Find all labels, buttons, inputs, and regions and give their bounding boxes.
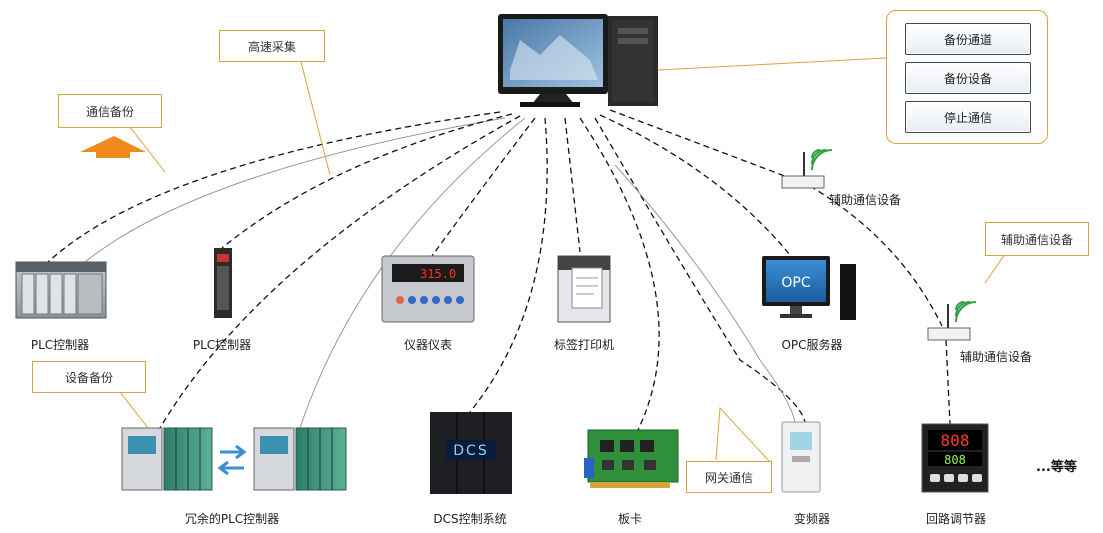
link-plc1-grey (84, 117, 506, 263)
callout-aux-device: 辅助通信设备 (985, 222, 1089, 256)
link-printer (564, 117, 581, 253)
instrument-meter-icon: 315.0 (381, 255, 475, 323)
link-board (579, 117, 660, 431)
callout-high-speed: 高速采集 (219, 30, 325, 62)
callout-gateway: 网关通信 (686, 461, 772, 493)
board-card-icon (584, 429, 679, 488)
link-inverter (594, 117, 806, 423)
opc-screen-text: OPC (781, 275, 810, 291)
link-dcs (469, 117, 548, 413)
callout-pointers (119, 57, 1006, 463)
computer-icon (498, 14, 658, 107)
label-plc-1: PLC控制器 (30, 338, 90, 352)
backup-channel-button[interactable]: 备份通道 (905, 23, 1031, 55)
dcs-screen-text: DCS (453, 443, 488, 459)
instrument-display: 315.0 (420, 267, 456, 281)
link-panel (657, 57, 887, 71)
stop-comm-button[interactable]: 停止通信 (905, 101, 1031, 133)
backup-device-button[interactable]: 备份设备 (905, 62, 1031, 94)
label-instrument: 仪器仪表 (403, 338, 453, 352)
redundant-plc-icon (121, 427, 347, 491)
label-redundant-plc: 冗余的PLC控制器 (184, 512, 280, 526)
label-opc: OPC服务器 (781, 338, 843, 352)
aux-router-2-icon (927, 301, 977, 341)
up-arrow-icon (80, 136, 146, 158)
control-panel: 备份通道 备份设备 停止通信 (886, 10, 1048, 144)
link-aux1 (609, 109, 791, 179)
link-plc2 (221, 113, 513, 249)
label-aux-1: 辅助通信设备 (828, 193, 902, 207)
label-loop-regulator: 回路调节器 (925, 512, 987, 526)
callout-device-backup: 设备备份 (32, 361, 146, 393)
link-inverter-grey (614, 164, 796, 423)
regulator-display-bottom: 808 (944, 453, 966, 467)
opc-server-icon: OPC (762, 256, 856, 320)
link-instrument (431, 117, 536, 257)
link-regulator (945, 339, 951, 425)
aux-router-1-icon (781, 149, 833, 189)
label-inverter: 变频器 (793, 512, 831, 526)
loop-regulator-icon: 808 808 (921, 423, 989, 493)
link-opc (599, 114, 791, 256)
label-aux-2: 辅助通信设备 (959, 350, 1033, 364)
dcs-cabinet-icon: DCS (430, 412, 512, 494)
regulator-display-top: 808 (941, 431, 970, 450)
label-plc-2: PLC控制器 (192, 338, 252, 352)
label-dcs: DCS控制系统 (433, 512, 507, 526)
etc-text: ...等等 (1036, 460, 1077, 475)
plc-controller-2-icon (214, 248, 232, 318)
inverter-icon (781, 421, 821, 493)
callout-backup-comm: 通信备份 (58, 94, 162, 128)
link-aux-chain (809, 185, 943, 327)
connection-lines (47, 57, 951, 431)
label-board: 板卡 (617, 512, 643, 526)
label-printer-icon (557, 255, 611, 323)
label-printer: 标签打印机 (553, 338, 615, 352)
link-plc1 (47, 111, 501, 263)
plc-controller-1-icon (15, 261, 107, 319)
